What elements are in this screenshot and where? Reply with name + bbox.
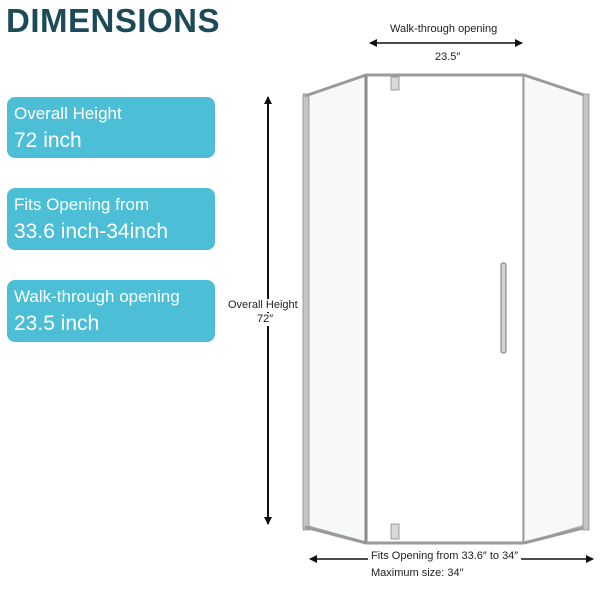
door-panel (364, 73, 526, 545)
spec-label: Fits Opening from (14, 195, 150, 214)
walk-through-label: Walk-through opening (390, 23, 498, 35)
spec-value: 72 inch (14, 129, 82, 152)
right-panel (523, 73, 590, 545)
left-panel (302, 73, 367, 545)
walk-through-value: 23.5″ (435, 51, 461, 63)
bottom-hinge (390, 523, 400, 540)
page-title: DIMENSIONS (6, 2, 221, 39)
door-handle (500, 262, 507, 354)
top-hinge (390, 76, 400, 91)
spec-label: Overall Height (14, 104, 122, 123)
spec-card-fits-opening: Fits Opening from 33.6 inch-34inch (7, 188, 215, 250)
spec-card-walk-through: Walk-through opening 23.5 inch (7, 280, 215, 342)
spec-label: Walk-through opening (14, 287, 180, 306)
fits-opening-label: Fits Opening from 33.6″ to 34″ (368, 550, 522, 563)
spec-value: 33.6 inch-34inch (14, 220, 169, 243)
overall-height-value: 72″ (257, 313, 274, 326)
maximum-size-label: Maximum size: 34″ (371, 567, 464, 579)
spec-value: 23.5 inch (14, 312, 100, 335)
overall-height-label: Overall Height (228, 299, 298, 312)
spec-card-overall-height: Overall Height 72 inch (7, 97, 215, 158)
